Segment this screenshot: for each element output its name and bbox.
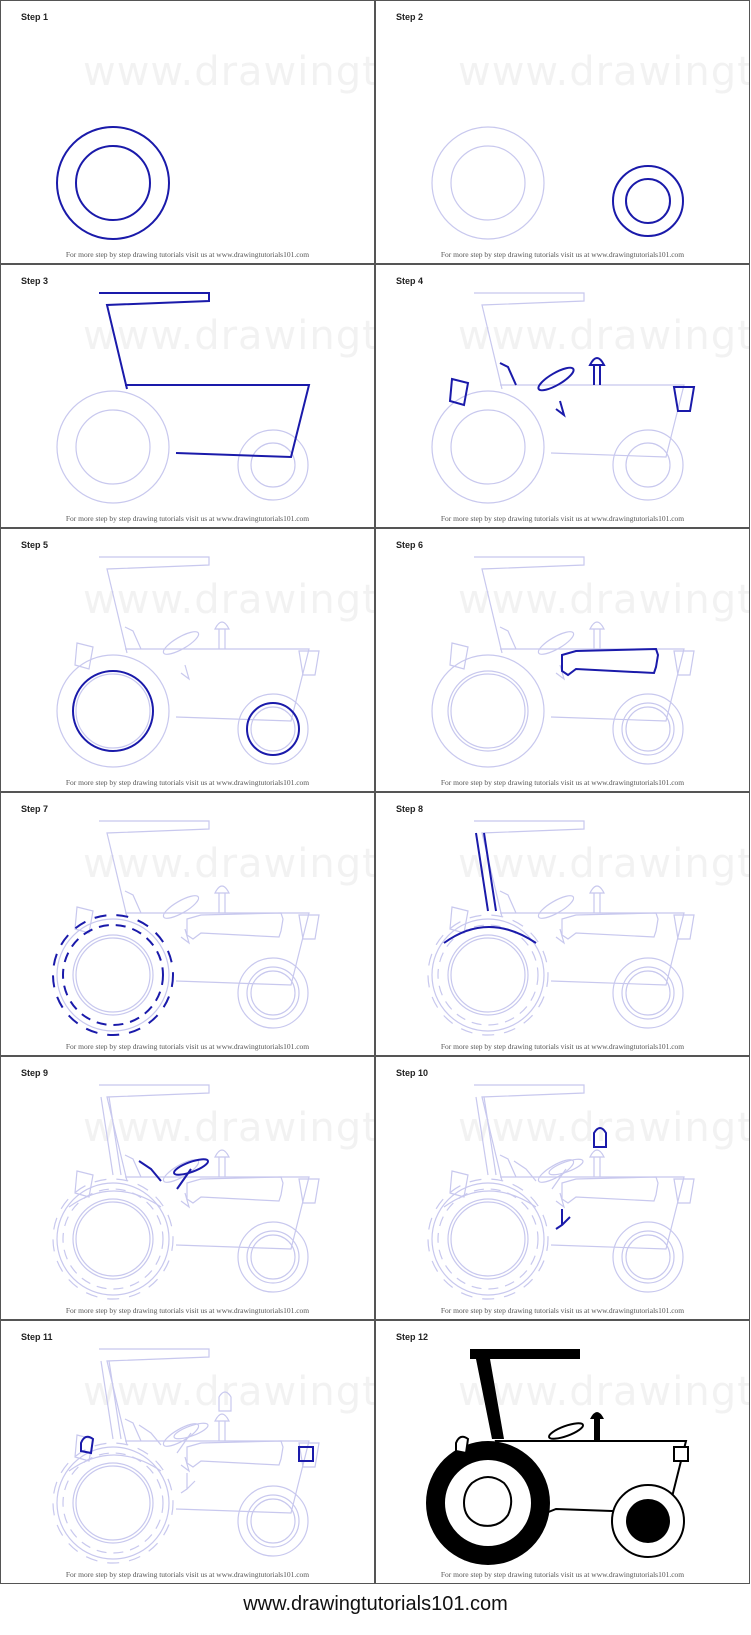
tractor-drawing-icon xyxy=(426,1349,689,1565)
step-footnote: For more step by step drawing tutorials … xyxy=(440,1306,685,1315)
step-footnote: For more step by step drawing tutorials … xyxy=(65,1306,310,1315)
watermark: www.drawingtutorials101.com xyxy=(458,1105,750,1151)
step-panel: www.drawingtutorials101.com Step 3 For mor… xyxy=(0,264,375,528)
step-footnote: For more step by step drawing tutorials … xyxy=(440,1042,685,1051)
watermark: www.drawingtutorials101.com xyxy=(83,841,375,887)
tractor-drawing-icon xyxy=(52,1348,320,1564)
watermark: www.drawingtutorials101.com xyxy=(83,1369,375,1415)
step-panel: www.drawingtutorials101.com Step 6 For mor… xyxy=(375,528,750,792)
step-footnote: For more step by step drawing tutorials … xyxy=(65,1042,310,1051)
step-panel: www.drawingtutorials101.com Step 10 For mo… xyxy=(375,1056,750,1320)
step-label: Step 7 xyxy=(21,804,49,814)
tutorial-grid: www.drawingtutorials101.com Step 1 For mor… xyxy=(0,0,750,1584)
watermark: www.drawingtutorials101.com xyxy=(458,577,750,623)
watermark: www.drawingtutorials101.com xyxy=(83,577,375,623)
watermark: www.drawingtutorials101.com xyxy=(458,1369,750,1415)
step-panel: www.drawingtutorials101.com Step 7 For mor… xyxy=(0,792,375,1056)
tractor-drawing-icon xyxy=(431,556,695,768)
step-label: Step 2 xyxy=(396,12,424,22)
step-label: Step 3 xyxy=(21,276,49,286)
tractor-drawing-icon xyxy=(52,820,320,1036)
step-footnote: For more step by step drawing tutorials … xyxy=(440,778,685,787)
step-footnote: For more step by step drawing tutorials … xyxy=(65,250,310,259)
step-footnote: For more step by step drawing tutorials … xyxy=(440,250,685,259)
tractor-drawing-icon xyxy=(56,126,170,240)
step-panel: www.drawingtutorials101.com Step 11 For mo… xyxy=(0,1320,375,1584)
watermark: www.drawingtutorials101.com xyxy=(458,49,750,95)
tractor-drawing-icon xyxy=(431,126,684,240)
step-label: Step 9 xyxy=(21,1068,49,1078)
watermark: www.drawingtutorials101.com xyxy=(83,49,375,95)
step-footnote: For more step by step drawing tutorials … xyxy=(65,514,310,523)
step-label: Step 8 xyxy=(396,804,424,814)
step-panel: www.drawingtutorials101.com Step 1 For mor… xyxy=(0,0,375,264)
step-panel: www.drawingtutorials101.com Step 2 For mor… xyxy=(375,0,750,264)
step-label: Step 6 xyxy=(396,540,424,550)
watermark: www.drawingtutorials101.com xyxy=(83,313,375,359)
tractor-drawing-icon xyxy=(431,292,696,504)
step-panel: www.drawingtutorials101.com Step 9 For mor… xyxy=(0,1056,375,1320)
tractor-drawing-icon xyxy=(52,1084,320,1300)
step-label: Step 10 xyxy=(396,1068,429,1078)
step-panel: www.drawingtutorials101.com Step 5 For mor… xyxy=(0,528,375,792)
step-label: Step 5 xyxy=(21,540,49,550)
tractor-drawing-icon xyxy=(427,820,695,1036)
tractor-drawing-icon xyxy=(427,1084,695,1300)
step-label: Step 11 xyxy=(21,1332,53,1342)
step-footnote: For more step by step drawing tutorials … xyxy=(65,778,310,787)
step-footnote: For more step by step drawing tutorials … xyxy=(65,1570,310,1579)
step-panel: www.drawingtutorials101.com Step 12 For mo… xyxy=(375,1320,750,1584)
tractor-drawing-icon xyxy=(56,556,320,768)
tractor-drawing-icon xyxy=(56,292,311,504)
site-url[interactable]: www.drawingtutorials101.com xyxy=(243,1593,508,1615)
step-label: Step 1 xyxy=(21,12,49,22)
step-label: Step 4 xyxy=(396,276,424,286)
step-label: Step 12 xyxy=(396,1332,429,1342)
step-panel: www.drawingtutorials101.com Step 8 For mor… xyxy=(375,792,750,1056)
watermark: www.drawingtutorials101.com xyxy=(458,841,750,887)
step-footnote: For more step by step drawing tutorials … xyxy=(440,1570,685,1579)
step-panel: www.drawingtutorials101.com Step 4 For mor… xyxy=(375,264,750,528)
step-footnote: For more step by step drawing tutorials … xyxy=(440,514,685,523)
watermark: www.drawingtutorials101.com xyxy=(458,313,750,359)
watermark: www.drawingtutorials101.com xyxy=(83,1105,375,1151)
